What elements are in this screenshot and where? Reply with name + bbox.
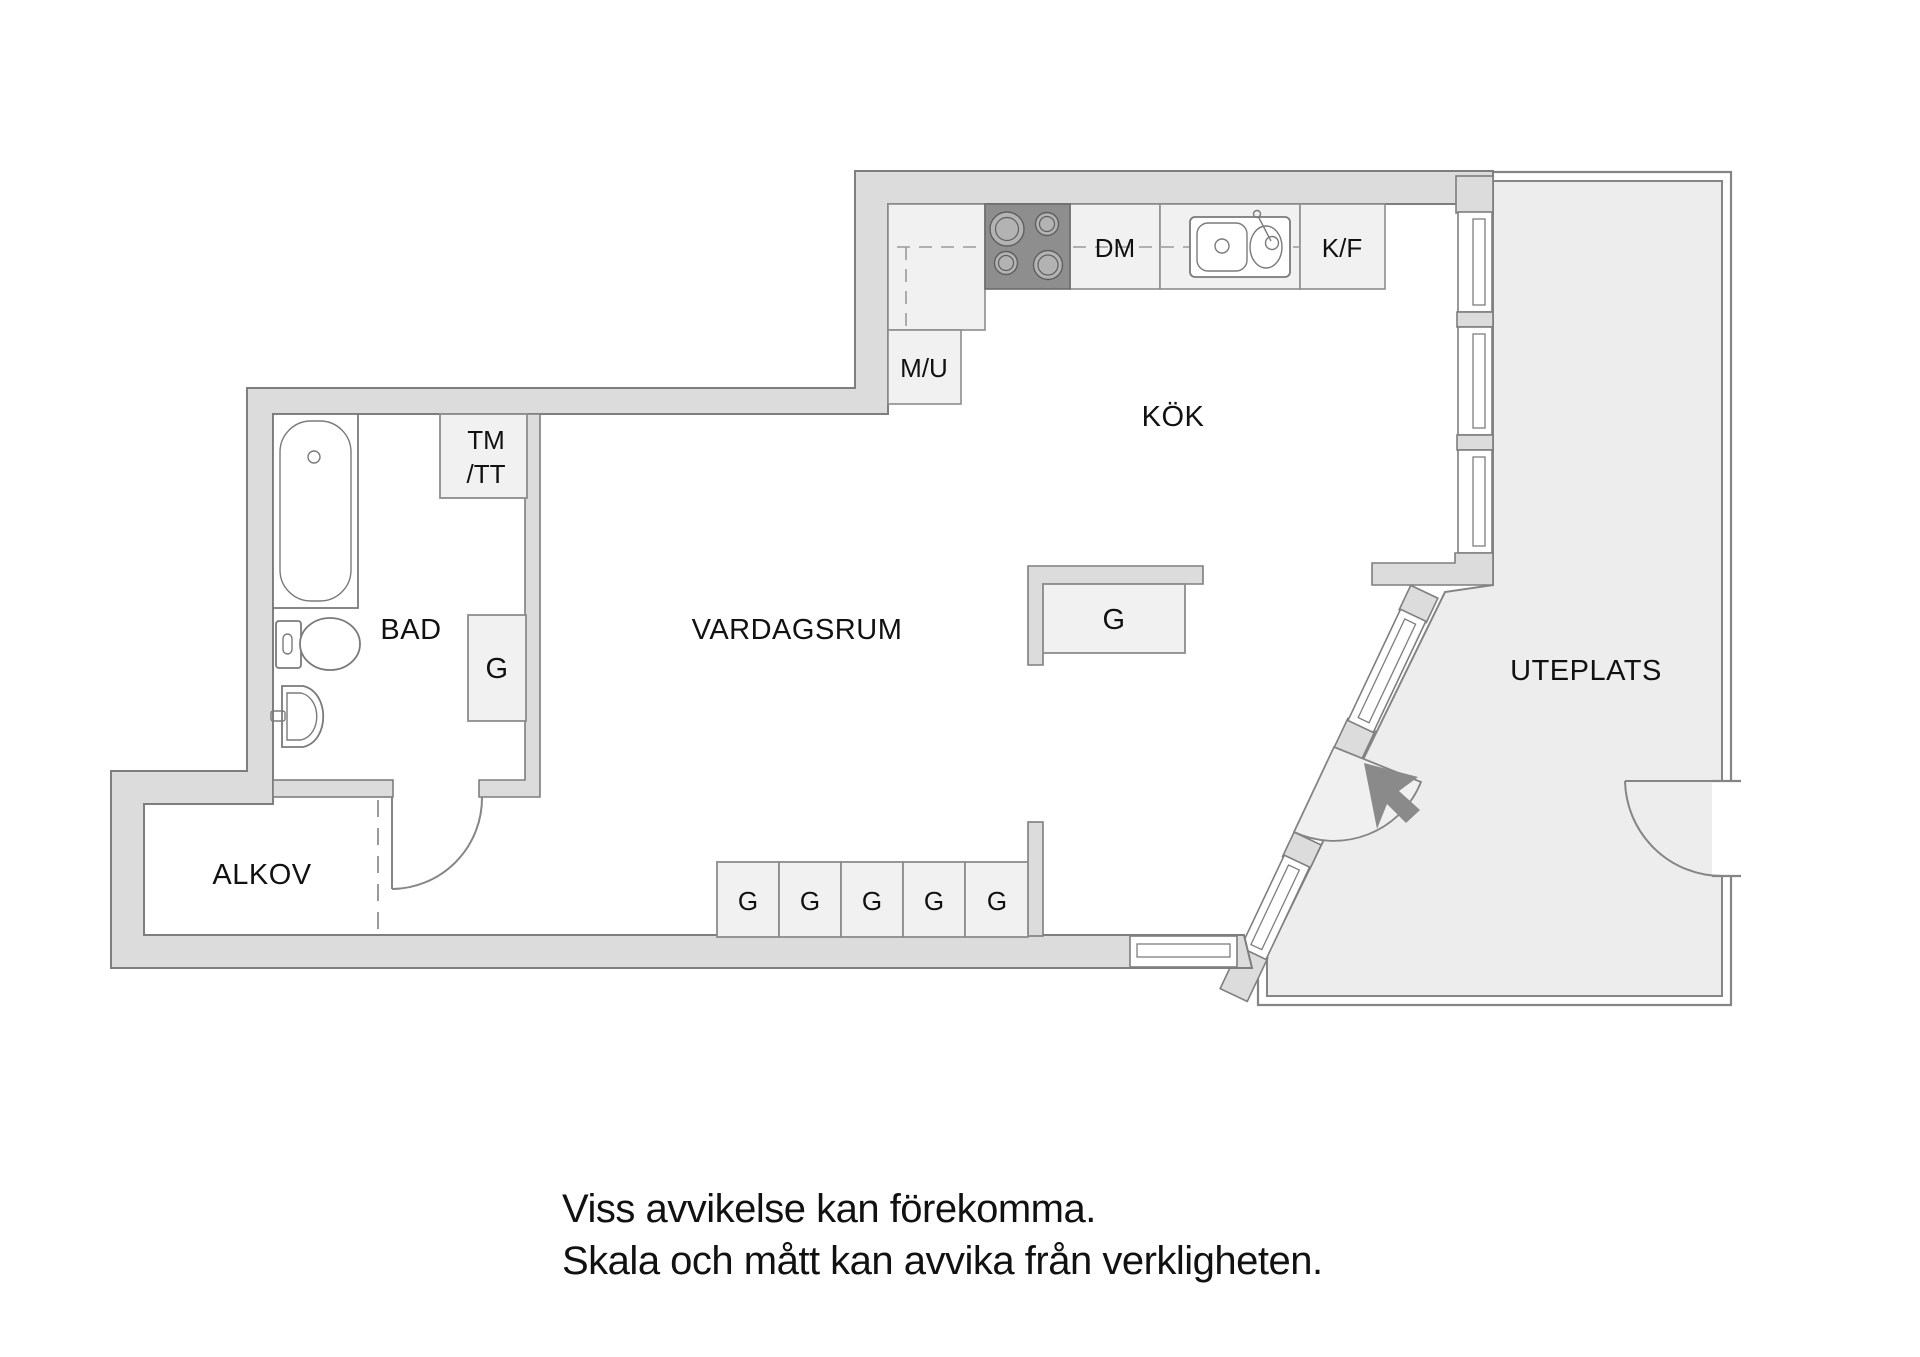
label-alcove: ALKOV [212, 859, 311, 891]
stove-icon [984, 203, 1071, 290]
bathroom-south-wall [272, 779, 394, 798]
bathroom [270, 413, 528, 890]
label-washer: TM [467, 425, 505, 455]
label-patio: UTEPLATS [1510, 655, 1662, 687]
bathroom-wardrobe [467, 614, 527, 722]
kitchen-window-wall [1371, 175, 1494, 586]
window-mullion [1456, 434, 1494, 451]
kitchen-sink-icon [1189, 209, 1291, 278]
hall-wardrobe [1042, 583, 1186, 654]
window-mullion [1456, 311, 1494, 328]
entrance-arrow-icon [1364, 763, 1420, 829]
kitchen-counter [887, 203, 1386, 405]
wardrobe-3 [840, 861, 904, 938]
counter-corner [887, 203, 986, 331]
toilet-icon [275, 617, 361, 671]
label-wardrobe-hall: G [1102, 604, 1125, 636]
patio-outer-fence [1256, 170, 1733, 1007]
window-glass [1472, 218, 1486, 306]
label-dryer: /TT [467, 459, 506, 489]
south-window [1129, 935, 1238, 968]
wall-segment [1455, 175, 1494, 214]
label-wardrobe-row-3: G [862, 886, 882, 916]
window-glass [1357, 618, 1417, 724]
label-wardrobe-row-2: G [800, 886, 820, 916]
patio-area [1256, 170, 1744, 1007]
patio-gate-swing-arc [1624, 780, 1723, 877]
patio-floor [1266, 180, 1723, 997]
label-dishwasher: DM [1095, 233, 1135, 263]
fridge-freezer [1299, 203, 1386, 290]
label-wardrobe-bath: G [485, 653, 508, 685]
disclaimer-line-2: Skala och mått kan avvika från verklighe… [562, 1239, 1323, 1283]
label-living-room: VARDAGSRUM [692, 614, 903, 646]
wall-pillar [1371, 552, 1494, 586]
wardrobe-2 [778, 861, 842, 938]
bathroom-east-wall [478, 413, 541, 798]
label-wardrobe-row-5: G [987, 886, 1007, 916]
wardrobe-row [716, 861, 1029, 938]
bathroom-door-swing-arc [391, 796, 484, 890]
label-kitchen: KÖK [1142, 401, 1205, 433]
washer-dryer-cabinet [439, 413, 528, 499]
window-glass [1250, 864, 1301, 951]
label-wardrobe-row-4: G [924, 886, 944, 916]
diagonal-facade-wall [1219, 584, 1439, 1003]
label-fridge-freezer: K/F [1322, 233, 1362, 263]
wardrobe-5 [964, 861, 1029, 938]
washbasin-icon [270, 685, 324, 748]
label-micro-oven: M/U [900, 353, 948, 383]
wardrobe-4 [902, 861, 966, 938]
hall-wall-stub [1027, 821, 1044, 937]
bathtub-icon [272, 413, 359, 609]
micro-oven-cabinet [887, 329, 962, 405]
window-glass [1472, 456, 1486, 547]
disclaimer-line-1: Viss avvikelse kan förekomma. [562, 1187, 1096, 1231]
patio-gate-opening [1712, 781, 1744, 876]
label-bathroom: BAD [380, 614, 441, 646]
window-glass [1472, 333, 1486, 429]
label-wardrobe-row-1: G [738, 886, 758, 916]
